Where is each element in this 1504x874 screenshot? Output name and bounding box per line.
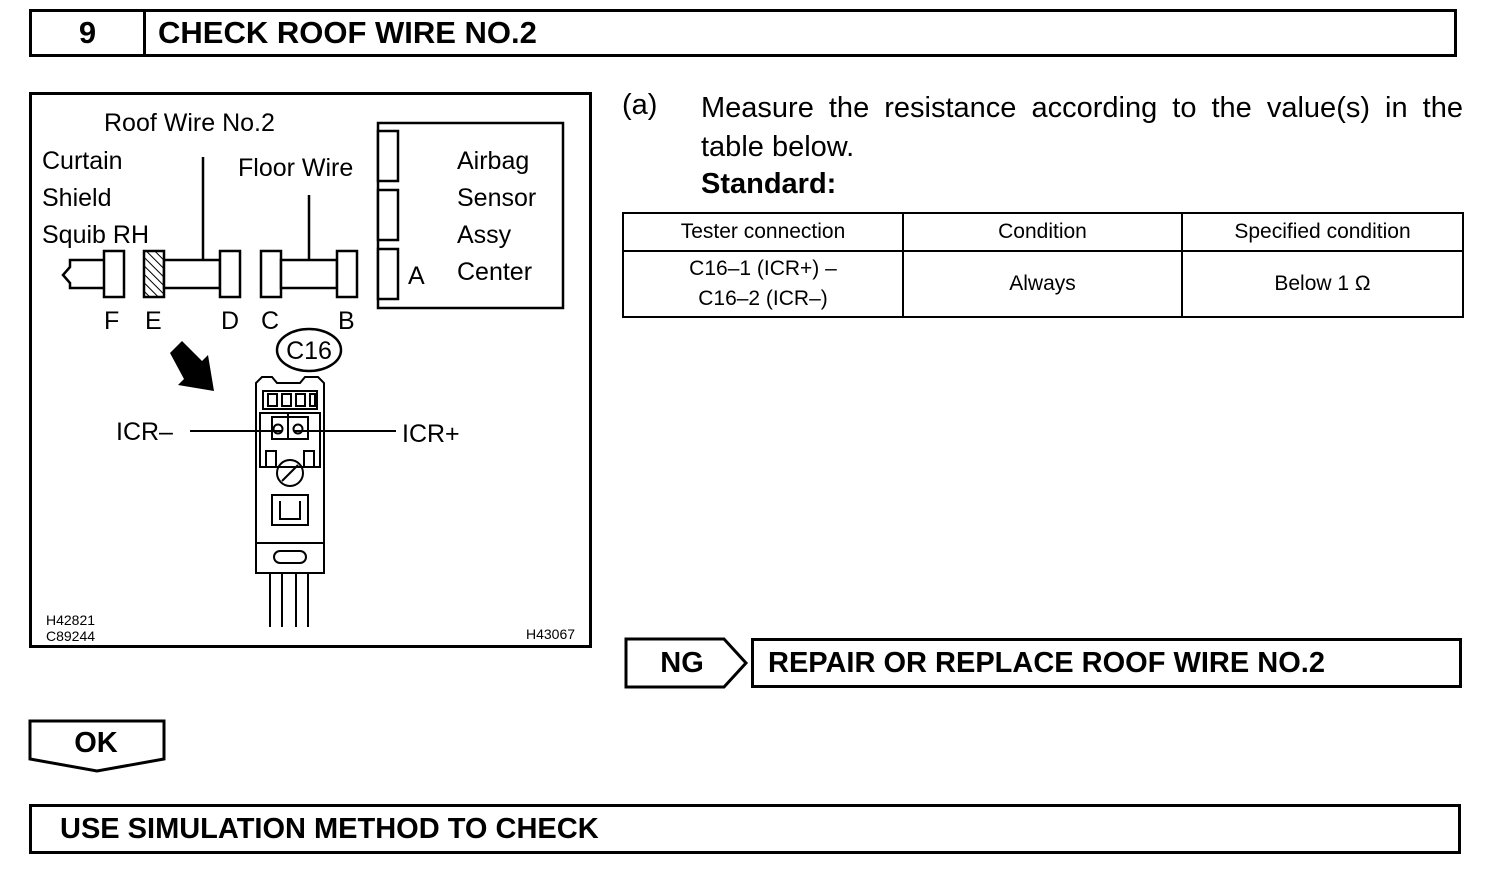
roof-wire-label: Roof Wire No.2 <box>104 109 275 137</box>
airbag-label-1: Airbag <box>457 147 529 175</box>
sensor-connector-2 <box>376 188 400 242</box>
instruction-text: Measure the resistance according to the … <box>701 92 1463 163</box>
arrow-icon <box>170 341 214 391</box>
pin-d-label: D <box>221 307 239 335</box>
curtain-label-3: Squib RH <box>42 221 149 249</box>
wiring-figure: Roof Wire No.2 Curtain Shield Squib RH F… <box>29 92 592 648</box>
figure-code-3: H43067 <box>526 626 575 642</box>
specification-table: Tester connection Condition Specified co… <box>622 212 1464 318</box>
table-header-row: Tester connection Condition Specified co… <box>622 212 1464 252</box>
wiring-diagram: Roof Wire No.2 Curtain Shield Squib RH F… <box>42 109 575 644</box>
tester-connection-line-2: C16–2 (ICR–) <box>698 287 828 310</box>
airbag-label-4: Center <box>457 258 532 286</box>
icr-minus-label: ICR– <box>116 418 173 446</box>
pin-c-label: C <box>261 307 279 335</box>
pin-f-label: F <box>104 307 119 335</box>
step-title: CHECK ROOF WIRE NO.2 <box>158 15 537 50</box>
table-header-specified: Specified condition <box>1181 212 1464 252</box>
pin-a-label: A <box>408 262 425 290</box>
figure-code-1: H42821 <box>46 612 95 628</box>
connector-f <box>102 249 126 299</box>
pin-b-label: B <box>338 307 355 335</box>
ok-tag-shape <box>28 719 166 773</box>
figure-code-2: C89244 <box>46 628 95 644</box>
airbag-label-3: Assy <box>457 221 512 249</box>
condition-cell: Always <box>902 250 1183 318</box>
connector-c <box>259 249 283 299</box>
tester-connection-line-1: C16–1 (ICR+) – <box>689 257 837 280</box>
connector-b <box>335 249 359 299</box>
final-action-box: USE SIMULATION METHOD TO CHECK <box>29 804 1461 854</box>
connector-e <box>142 249 166 299</box>
curtain-label-1: Curtain <box>42 147 123 175</box>
tester-connection-cell: C16–1 (ICR+) – C16–2 (ICR–) <box>622 250 904 318</box>
specified-condition-cell: Below 1 Ω <box>1181 250 1464 318</box>
connector-d <box>218 249 242 299</box>
step-number: 9 <box>32 12 146 54</box>
curtain-label-2: Shield <box>42 184 112 212</box>
sensor-connector-1 <box>376 129 400 183</box>
step-header: 9 CHECK ROOF WIRE NO.2 <box>29 9 1457 57</box>
ok-label: OK <box>74 726 118 759</box>
connector-c16-drawing <box>255 376 325 627</box>
substep-letter: (a) <box>622 89 658 121</box>
table-header-condition: Condition <box>902 212 1183 252</box>
roof-wire-body <box>162 258 222 290</box>
floor-wire-body <box>279 258 339 290</box>
ng-tag-shape <box>624 637 749 689</box>
icr-plus-label: ICR+ <box>402 420 460 448</box>
ng-label: NG <box>660 646 704 679</box>
airbag-label-2: Sensor <box>457 184 536 212</box>
standard-label: Standard: <box>701 168 837 200</box>
floor-wire-label: Floor Wire <box>238 154 353 182</box>
table-header-tester: Tester connection <box>622 212 904 252</box>
sensor-connector-3 <box>376 247 400 301</box>
connector-callout-oval <box>275 327 343 373</box>
table-row: C16–1 (ICR+) – C16–2 (ICR–) Always Below… <box>622 250 1464 318</box>
ng-action-box: REPAIR OR REPLACE ROOF WIRE NO.2 <box>751 638 1462 688</box>
connector-callout-label: C16 <box>286 337 332 365</box>
squib-plug <box>61 258 105 290</box>
pin-e-label: E <box>145 307 162 335</box>
